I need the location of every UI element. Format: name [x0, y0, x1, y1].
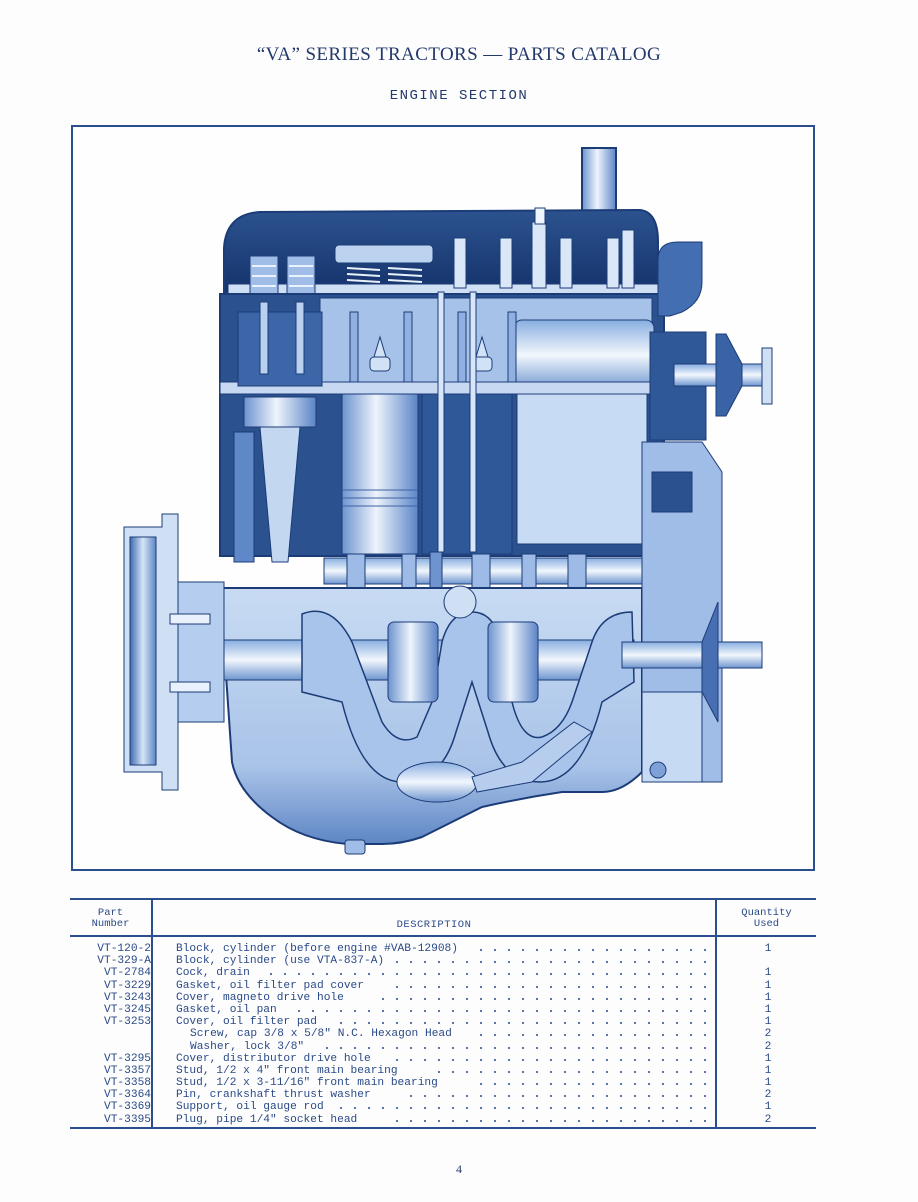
dot-leader	[474, 1077, 712, 1090]
part-number: VT-2784	[104, 967, 151, 980]
table-row: VT-3395 Plug, pipe 1/4" socket head 2	[70, 1113, 816, 1126]
dot-leader	[320, 1040, 712, 1053]
part-quantity: 2	[764, 1089, 772, 1102]
dot-leader	[390, 955, 712, 968]
part-quantity: 1	[764, 1101, 772, 1114]
part-description: Gasket, oil pan	[176, 1003, 277, 1016]
table-row: VT-3364 Pin, crankshaft thrust washer 2	[70, 1089, 816, 1102]
dot-leader	[474, 943, 712, 955]
header-quantity: Quantity Used	[717, 908, 816, 930]
part-quantity: 1	[764, 1052, 772, 1065]
part-number: VT-3357	[104, 1064, 151, 1077]
dot-leader	[334, 1101, 712, 1114]
part-quantity: 1	[764, 1016, 772, 1029]
illustration-frame	[71, 125, 815, 871]
page-number: 4	[456, 1162, 462, 1176]
camshaft	[323, 551, 665, 591]
table-row: VT-3253 Cover, oil filter pad 1	[70, 1016, 816, 1029]
catalog-title: “VA” SERIES TRACTORS — PARTS CATALOG	[256, 44, 662, 65]
table-row: VT-120-2 Block, cylinder (before engine #…	[70, 943, 816, 955]
part-description: Cock, drain	[176, 967, 250, 980]
part-description: Cover, magneto drive hole	[176, 991, 344, 1004]
part-quantity: 1	[764, 1077, 772, 1090]
water-pump	[649, 241, 773, 441]
table-row: Washer, lock 3/8" 2	[70, 1040, 816, 1053]
part-quantity: 1	[764, 1064, 772, 1077]
dot-leader	[264, 967, 712, 980]
header-part-number-line1: Part	[97, 907, 124, 919]
dot-leader	[334, 1016, 712, 1029]
oil-pump	[396, 721, 593, 803]
header-description: DESCRIPTION	[396, 919, 472, 931]
dot-leader	[292, 1003, 712, 1016]
column-divider	[715, 900, 717, 1127]
part-number: VT-3358	[104, 1077, 151, 1090]
part-description: Washer, lock 3/8"	[190, 1040, 305, 1053]
part-quantity: 1	[764, 967, 772, 980]
table-row: VT-2784 Cock, drain 1	[70, 967, 816, 980]
part-description: Cover, oil filter pad	[176, 1016, 317, 1029]
header-rule	[70, 935, 816, 937]
part-description: Cover, distributor drive hole	[176, 1052, 371, 1065]
dot-leader	[390, 979, 712, 992]
dot-leader	[376, 991, 712, 1004]
part-description: Pin, crankshaft thrust washer	[176, 1089, 371, 1102]
header-quantity-line2: Used	[753, 918, 780, 930]
dot-leader	[404, 1089, 712, 1102]
part-quantity: 1	[764, 1003, 772, 1016]
header-part-number-line2: Number	[91, 918, 130, 930]
part-description: Block, cylinder (use VTA-837-A)	[176, 955, 385, 968]
flywheel	[123, 513, 225, 791]
part-number: VT-3369	[104, 1101, 151, 1114]
part-number: VT-120-2	[97, 943, 151, 955]
header-quantity-line1: Quantity	[741, 907, 792, 919]
part-description: Block, cylinder (before engine #VAB-1290…	[176, 943, 458, 955]
part-description: Plug, pipe 1/4" socket head	[176, 1113, 358, 1126]
table-row: VT-3295 Cover, distributor drive hole 1	[70, 1052, 816, 1065]
table-row: VT-3243 Cover, magneto drive hole 1	[70, 991, 816, 1004]
part-number: VT-3243	[104, 991, 151, 1004]
part-quantity: 1	[764, 943, 772, 955]
parts-rows: VT-120-2 Block, cylinder (before engine #…	[70, 943, 816, 1126]
table-row: VT-3245 Gasket, oil pan 1	[70, 1003, 816, 1016]
part-description: Stud, 1/2 x 3-11/16" front main bearing	[176, 1077, 438, 1090]
parts-table: Part Number DESCRIPTION Quantity Used VT…	[70, 898, 816, 1129]
part-description: Stud, 1/2 x 4" front main bearing	[176, 1064, 398, 1077]
section-title: ENGINE SECTION	[389, 88, 529, 104]
part-number: VT-3395	[104, 1113, 151, 1126]
part-number: VT-3295	[104, 1052, 151, 1065]
column-divider	[151, 900, 153, 1127]
part-quantity: 2	[764, 1028, 772, 1041]
cylinder-pistons	[341, 291, 648, 555]
part-quantity: 1	[764, 991, 772, 1004]
table-row: VT-3369 Support, oil gauge rod 1	[70, 1101, 816, 1114]
part-description: Gasket, oil filter pad cover	[176, 979, 364, 992]
table-row: VT-329-A Block, cylinder (use VTA-837-A)	[70, 955, 816, 968]
table-row: VT-3358 Stud, 1/2 x 3-11/16" front main b…	[70, 1077, 816, 1090]
part-quantity: 2	[764, 1113, 772, 1126]
table-row: Screw, cap 3/8 x 5/8" N.C. Hexagon Head 2	[70, 1028, 816, 1041]
part-quantity: 1	[764, 979, 772, 992]
part-number: VT-329-A	[97, 955, 151, 968]
engine-cutaway-illustration	[123, 147, 773, 855]
part-description: Screw, cap 3/8 x 5/8" N.C. Hexagon Head	[190, 1028, 452, 1041]
dot-leader	[474, 1028, 712, 1041]
header-part-number: Part Number	[70, 908, 151, 930]
dot-leader	[390, 1052, 712, 1065]
part-description: Support, oil gauge rod	[176, 1101, 324, 1114]
dot-leader	[432, 1064, 712, 1077]
table-row: VT-3229 Gasket, oil filter pad cover 1	[70, 979, 816, 992]
part-number: VT-3364	[104, 1089, 151, 1102]
part-number: VT-3253	[104, 1016, 151, 1029]
part-number: VT-3245	[104, 1003, 151, 1016]
timing-cover	[621, 441, 763, 783]
dot-leader	[390, 1113, 712, 1126]
part-quantity: 2	[764, 1040, 772, 1053]
part-number: VT-3229	[104, 979, 151, 992]
table-row: VT-3357 Stud, 1/2 x 4" front main bearing…	[70, 1064, 816, 1077]
